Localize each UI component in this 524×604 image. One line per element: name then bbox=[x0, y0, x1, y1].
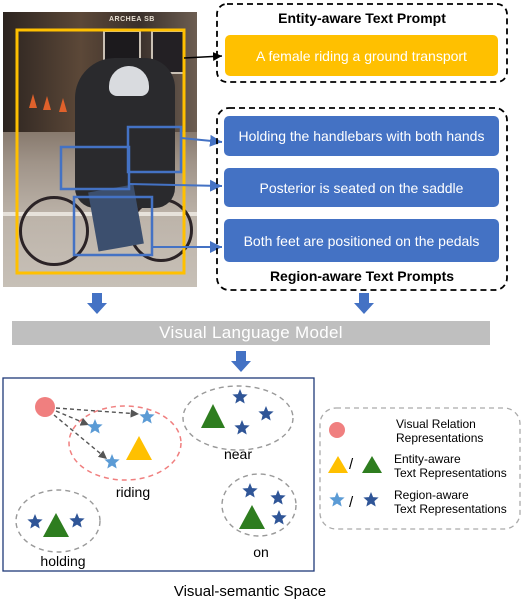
on-cluster bbox=[221, 473, 297, 537]
region-prompt-title: Region-aware Text Prompts bbox=[269, 268, 455, 284]
saddle-region-box bbox=[59, 145, 131, 191]
legend-line: Representations bbox=[396, 431, 484, 445]
cluster-label-holding: holding bbox=[40, 553, 86, 569]
region-prompt-pedals: Both feet are positioned on the pedals bbox=[224, 219, 499, 262]
green-triangle-icon bbox=[362, 456, 382, 473]
traffic-cone-icon bbox=[59, 98, 67, 112]
entity-triangle-icon bbox=[239, 505, 265, 529]
yellow-triangle-icon bbox=[328, 456, 348, 473]
helmet-icon bbox=[109, 66, 149, 96]
legend-separator: / bbox=[349, 456, 354, 473]
legend-separator: / bbox=[349, 494, 354, 511]
holding-cluster bbox=[15, 489, 101, 553]
storefront-sign: ARCHEA SB bbox=[109, 16, 155, 23]
region-star-icon bbox=[329, 492, 345, 507]
region-star-icon bbox=[234, 420, 250, 435]
cyclist-photo: ARCHEA SB bbox=[3, 12, 197, 287]
entity-triangle-icon bbox=[201, 404, 225, 428]
legend-line: Entity-aware bbox=[394, 452, 461, 466]
legend-item-region: Region-aware Text Representations bbox=[394, 488, 507, 516]
entity-prompt-title: Entity-aware Text Prompt bbox=[278, 10, 446, 26]
entity-arrow bbox=[183, 51, 223, 61]
region-star-icon bbox=[69, 513, 85, 528]
region-star-icon bbox=[232, 389, 248, 404]
entity-bounding-box bbox=[15, 28, 186, 275]
region-prompt-handlebars: Holding the handlebars with both hands bbox=[224, 116, 499, 156]
down-arrow-icon bbox=[231, 351, 251, 372]
down-arrow-icon bbox=[354, 293, 374, 314]
region-star-icon bbox=[258, 406, 274, 421]
entity-triangle-icon bbox=[126, 436, 152, 460]
star-group bbox=[27, 389, 379, 529]
legend-line: Visual Relation bbox=[396, 417, 476, 431]
handlebar-region-box bbox=[126, 125, 183, 174]
pedal-region-box bbox=[72, 195, 154, 257]
riding-cluster bbox=[68, 405, 182, 481]
legend-line: Region-aware bbox=[394, 488, 469, 502]
entity-prompt-box: A female riding a ground transport bbox=[225, 35, 498, 76]
region-star-icon bbox=[139, 409, 155, 424]
cluster-label-near: near bbox=[223, 446, 253, 462]
traffic-cone-icon bbox=[29, 94, 37, 108]
legend-item-visual-relation: Visual Relation Representations bbox=[396, 417, 483, 445]
legend-frame bbox=[319, 407, 521, 530]
red-circle-icon bbox=[329, 422, 345, 438]
region-star-icon bbox=[271, 510, 287, 525]
legend-line: Text Representations bbox=[394, 466, 507, 480]
region-star-icon bbox=[87, 419, 103, 434]
cluster-label-on: on bbox=[253, 544, 269, 560]
handlebar-arrow bbox=[180, 134, 223, 147]
region-star-icon bbox=[242, 483, 258, 498]
bike-rear-wheel bbox=[19, 196, 89, 266]
region-prompt-saddle: Posterior is seated on the saddle bbox=[224, 168, 499, 207]
region-star-icon bbox=[270, 490, 286, 505]
legend-item-entity: Entity-aware Text Representations bbox=[394, 452, 507, 480]
entity-prompt-container bbox=[216, 3, 508, 83]
region-prompt-container bbox=[216, 107, 508, 291]
near-cluster bbox=[182, 385, 294, 451]
traffic-cone-icon bbox=[43, 96, 51, 110]
saddle-arrow bbox=[128, 179, 223, 192]
down-arrow-icon bbox=[87, 293, 107, 314]
semantic-space-caption: Visual-semantic Space bbox=[173, 583, 327, 600]
region-star-icon bbox=[27, 514, 43, 529]
visual-relation-point bbox=[35, 397, 55, 417]
region-star-icon bbox=[104, 454, 120, 469]
entity-triangle-icon bbox=[43, 513, 69, 537]
visual-language-model-bar: Visual Language Model bbox=[12, 321, 490, 345]
region-star-icon bbox=[363, 492, 379, 507]
cluster-label-riding: riding bbox=[115, 484, 151, 500]
legend-line: Text Representations bbox=[394, 502, 507, 516]
